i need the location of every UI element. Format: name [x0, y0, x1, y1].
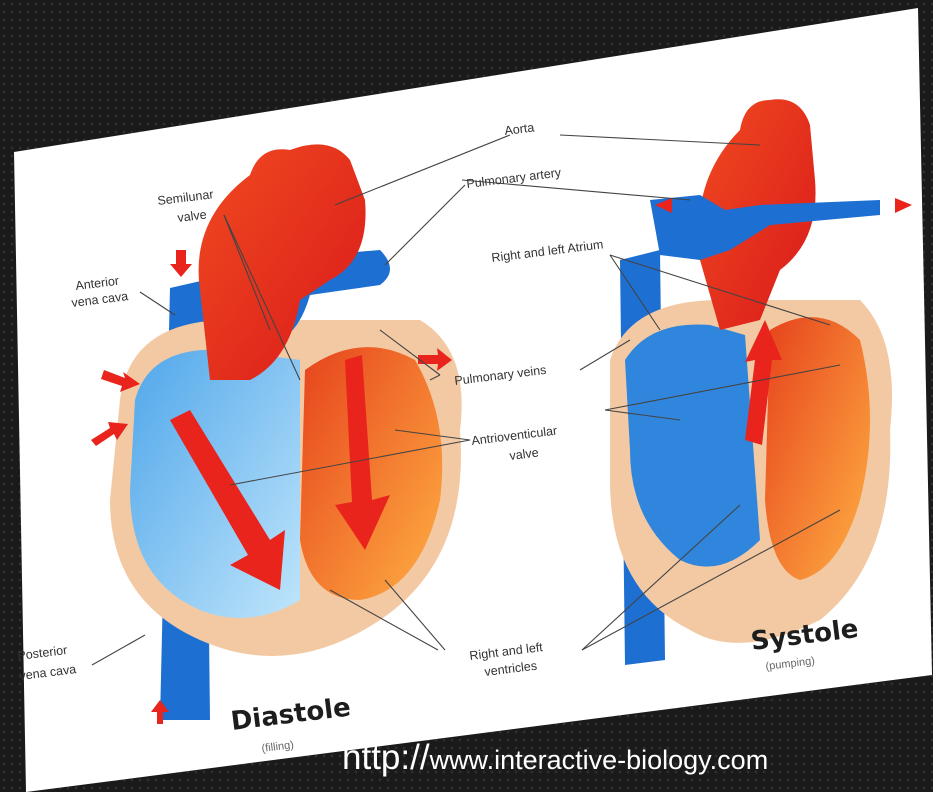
- url-domain: www.interactive-biology.com: [430, 745, 769, 775]
- source-url-watermark: http://www.interactive-biology.com: [342, 738, 768, 778]
- url-protocol: http://: [342, 738, 430, 777]
